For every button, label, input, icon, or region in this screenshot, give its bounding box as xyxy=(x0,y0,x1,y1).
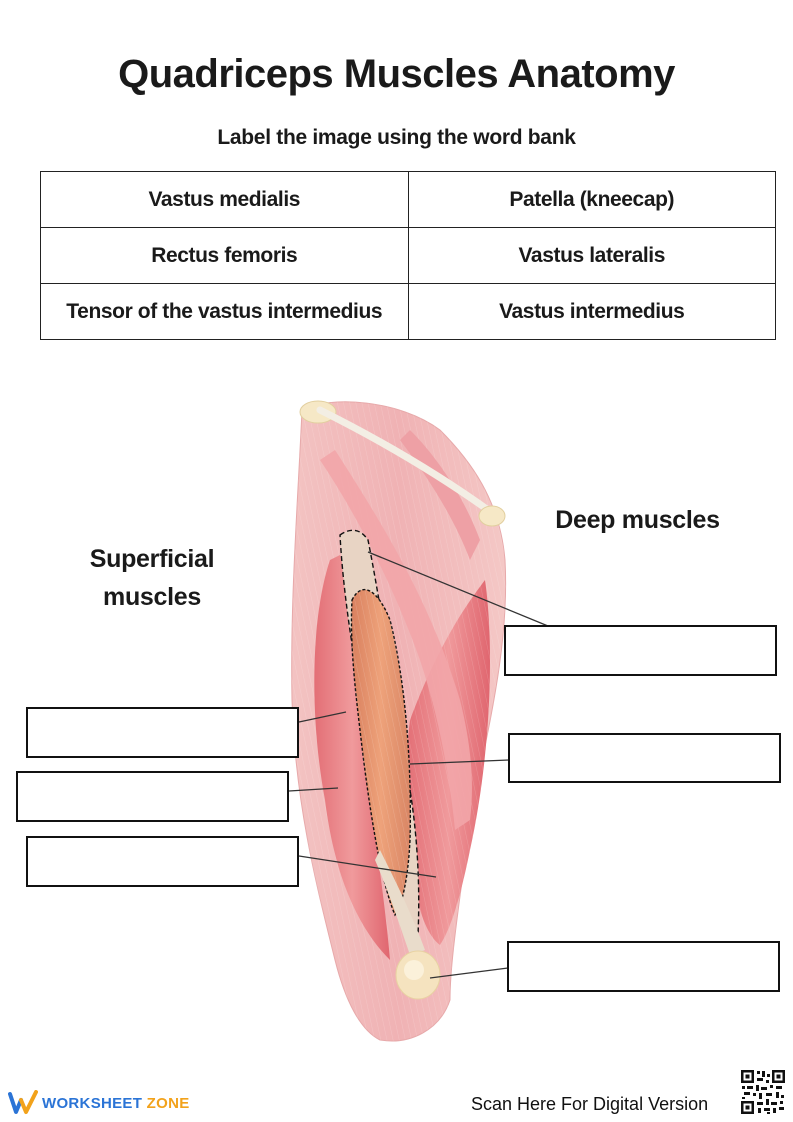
brand-name-part: WORKSHEET xyxy=(42,1094,143,1112)
leader-line xyxy=(288,787,339,792)
answer-box-deep-2[interactable] xyxy=(508,733,781,783)
page-title: Quadriceps Muscles Anatomy xyxy=(118,52,675,96)
answer-box-superficial-2[interactable] xyxy=(16,771,289,822)
table-row: Rectus femoris Vastus lateralis xyxy=(40,227,776,284)
word-bank-cell: Tensor of the vastus intermedius xyxy=(40,283,409,340)
instructions: Label the image using the word bank xyxy=(217,126,576,149)
scan-instruction: Scan Here For Digital Version xyxy=(471,1094,709,1114)
word-bank-cell: Patella (kneecap) xyxy=(407,171,776,228)
word-bank-cell: Vastus lateralis xyxy=(407,227,776,284)
leader-line xyxy=(298,711,347,723)
leader-line xyxy=(298,855,437,878)
superficial-label-line: muscles xyxy=(103,583,201,611)
deep-muscles-label: Deep muscles xyxy=(555,506,720,534)
word-bank-cell: Vastus medialis xyxy=(40,171,409,228)
quadriceps-illustration xyxy=(288,400,549,1042)
superficial-label-line: Superficial xyxy=(89,545,215,573)
answer-box-deep-1[interactable] xyxy=(504,625,777,676)
word-bank-cell: Rectus femoris xyxy=(40,227,409,284)
leader-line xyxy=(409,759,510,765)
word-bank-cell: Vastus intermedius xyxy=(407,283,776,340)
qr-code-icon[interactable] xyxy=(740,1069,786,1115)
word-bank-table: Vastus medialis Patella (kneecap) Rectus… xyxy=(40,171,776,340)
superficial-muscles-label: Superficial muscles xyxy=(72,540,232,616)
brand-logo[interactable]: WORKSHEET ZONE xyxy=(8,1090,190,1116)
leader-line xyxy=(367,551,549,627)
answer-box-superficial-1[interactable] xyxy=(26,707,299,758)
table-row: Vastus medialis Patella (kneecap) xyxy=(40,171,776,228)
answer-box-deep-3[interactable] xyxy=(507,941,780,992)
brand-name-part: ZONE xyxy=(146,1094,190,1112)
leader-line xyxy=(429,967,509,979)
worksheetzone-logo-icon xyxy=(8,1090,38,1114)
answer-box-superficial-3[interactable] xyxy=(26,836,299,887)
table-row: Tensor of the vastus intermedius Vastus … xyxy=(40,283,776,340)
